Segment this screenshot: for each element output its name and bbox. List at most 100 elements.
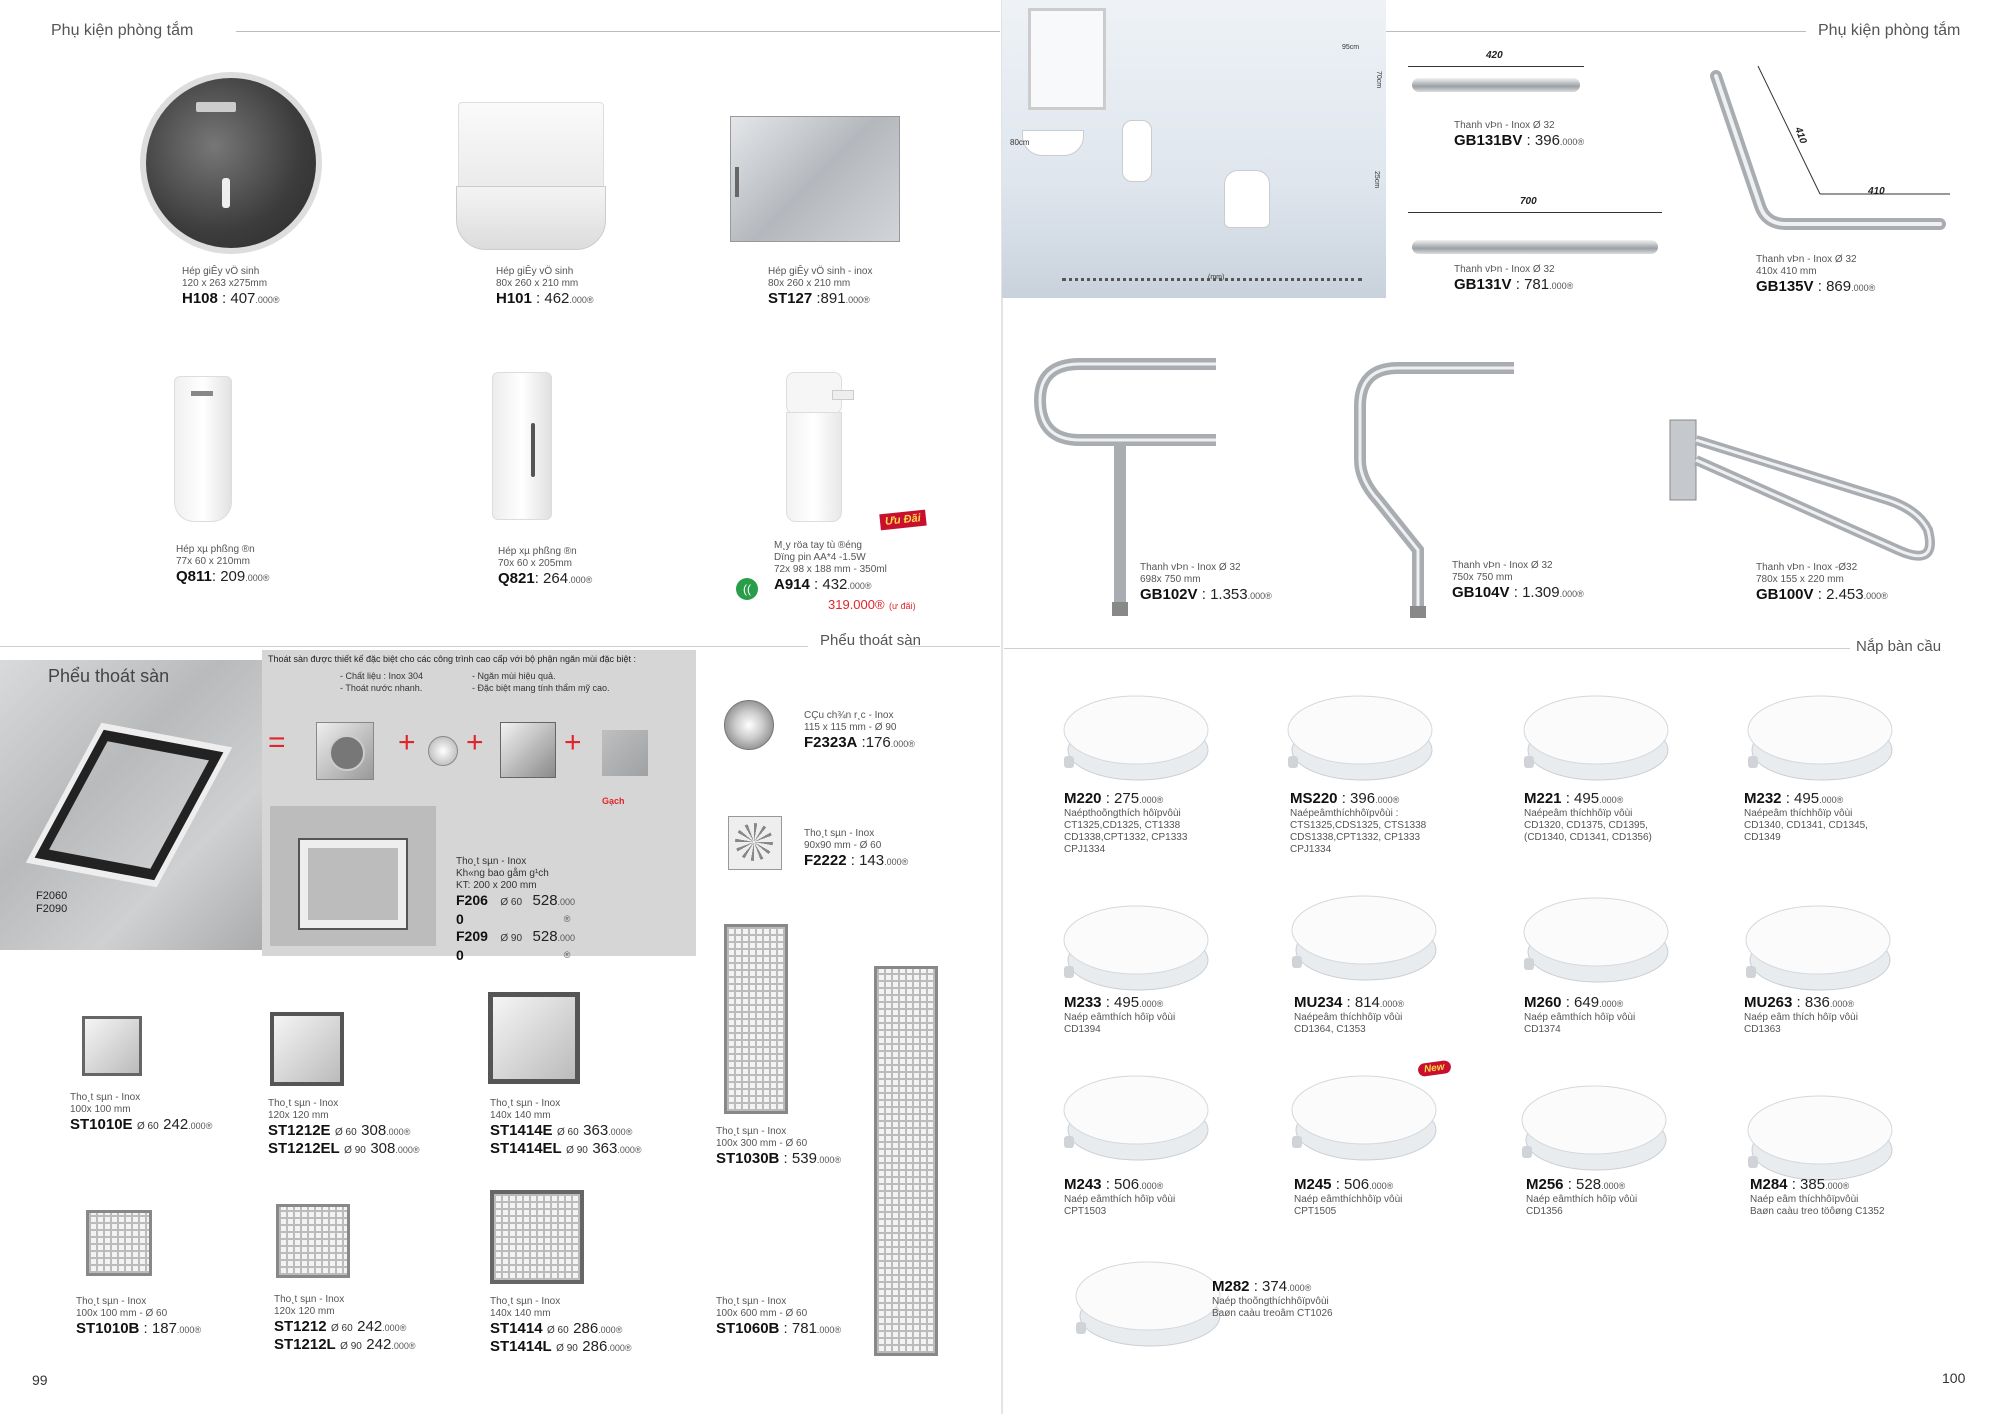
code: ST1212EL [268, 1140, 340, 1157]
code: ST1010E [70, 1116, 133, 1133]
code: ST1414 [490, 1320, 543, 1337]
sep: : [1342, 994, 1355, 1011]
compat-line: CPT1505 [1294, 1206, 1337, 1217]
code: M232 [1744, 790, 1782, 807]
section-rule [1004, 648, 1850, 649]
price: 528 [532, 892, 558, 909]
code: H108 [182, 290, 218, 307]
compat-line: CT1325,CD1325, CT1338 [1064, 820, 1181, 831]
compat-line: CTS1325,CDS1325, CTS1338 [1290, 820, 1427, 831]
compat-line: Naépthoõngthích hôïpvôùi [1064, 808, 1181, 819]
code: M256 [1526, 1176, 1564, 1193]
drain-st1212-image [276, 1204, 350, 1278]
code: ST1030B [716, 1150, 780, 1167]
tissue-box-white-image [456, 102, 606, 250]
compat-line: Naépeâm thíchhôïp vôùi [1524, 808, 1633, 819]
price-suffix: .000® [1819, 795, 1844, 805]
code: M260 [1524, 994, 1562, 1011]
dims: 780x 155 x 220 mm [1756, 574, 1844, 585]
frame-item-f2060: F206 Ø 60 528.000 0® [456, 892, 575, 927]
price-suffix: .000® [382, 1323, 407, 1333]
code: GB131V [1454, 276, 1512, 293]
product-st1212: Tho¸t sµn - Inox 120x 120 mm ST1212 Ø 60… [274, 1294, 415, 1354]
toilet [1224, 170, 1270, 228]
sep: : [812, 290, 821, 307]
sep: : [211, 568, 221, 585]
plus-sign: + [466, 726, 484, 759]
section-rule [908, 646, 1000, 647]
bullet: - Chất liệu : Inox 304 [340, 671, 424, 681]
compat-line: CD1394 [1064, 1024, 1101, 1035]
desc: Hép giÊy vÖ sinh [182, 266, 260, 277]
code: ST1414E [490, 1122, 553, 1139]
compat-line: Naép eâmthích hôïp vôùi [1524, 1012, 1636, 1023]
code: Q811 [176, 568, 212, 585]
price-suffix: .000® [617, 1145, 642, 1155]
drain-info-panel: Thoát sàn được thiết kế đặc biệt cho các… [262, 650, 696, 963]
dims: 90x90 mm - Ø 60 [804, 840, 882, 851]
dims: 70x 60 x 205mm [498, 558, 572, 569]
price: 286 [573, 1320, 599, 1337]
plus-sign: + [398, 726, 416, 759]
toilet-seat-ms220-image [1280, 690, 1440, 786]
sep: : [1249, 1278, 1263, 1295]
price-suffix: .000® [176, 1325, 202, 1335]
price: 814 [1354, 994, 1380, 1011]
seats-section-title: Nắp bàn cầu [1856, 638, 1942, 655]
toilet-seat-mu263-image [1738, 900, 1898, 996]
diameter: Ø 60 [547, 1325, 569, 1336]
mark: ® [563, 950, 571, 960]
price: 385 [1800, 1176, 1826, 1193]
price: 836 [1804, 994, 1830, 1011]
header-rule [236, 31, 1000, 32]
bullet: - Ngăn mùi hiệu quả. [472, 671, 556, 681]
drain-st1010e-image [82, 1016, 142, 1076]
diameter: Ø 60 [137, 1121, 159, 1132]
compat-line: CDS1338,CPT1332, CP1333 [1290, 832, 1421, 843]
compat-line: CD1320, CD1375, CD1395, [1524, 820, 1648, 831]
price: 374 [1262, 1278, 1288, 1295]
desc: Tho¸t sµn - Inox [76, 1296, 147, 1307]
banner-codes: F2060 F2090 [36, 890, 67, 916]
support-bar-gb104v [1354, 362, 1514, 618]
sink [1022, 130, 1084, 156]
dims: 120 x 263 x275mm [182, 278, 268, 289]
promo-note: (ư đãi) [889, 601, 916, 611]
label-70: 70cm [1375, 70, 1383, 89]
code: ST1212 [274, 1318, 327, 1335]
sep: : [139, 1320, 152, 1337]
banner-title: Phểu thoát sàn [48, 666, 170, 686]
desc: Hép xµ phßng ®­n [498, 546, 577, 557]
compat-line: CD1364, C1353 [1294, 1024, 1366, 1035]
product-f2222: Tho¸t sµn - Inox 90x90 mm - Ø 60 F2222 :… [804, 828, 908, 870]
compat-line: Naépeâm thíchhôïp vôùi [1744, 808, 1853, 819]
price-suffix: .000® [1375, 795, 1400, 805]
price-suffix: .000® [1287, 1283, 1312, 1293]
code: M282 [1212, 1278, 1250, 1295]
compat-line: Naépeâmthíchhôïpvôùi : [1290, 808, 1399, 819]
compat-line: Naép eâm thích hôïp vôùi [1744, 1012, 1858, 1023]
label-mm: (mm) [1208, 274, 1225, 281]
header-rule [1386, 31, 1806, 32]
round-drain-image [728, 816, 782, 870]
dims: 77x 60 x 210mm [176, 556, 250, 567]
product-gb100v: Thanh vÞn - Inox -Ø32 780x 155 x 220 mm … [1756, 562, 1888, 604]
desc: Thanh vÞn - Inox Ø 32 [1454, 264, 1555, 275]
bullets-right: - Ngăn mùi hiệu quả. - Đặc biệt mang tín… [472, 670, 610, 694]
compat-line: (CD1340, CD1341, CD1356) [1524, 832, 1652, 843]
desc: M¸y röa tay tù ®éng [774, 540, 862, 551]
price-suffix: .000® [1549, 281, 1574, 291]
compat-line: CD1363 [1744, 1024, 1781, 1035]
sep: : [1101, 790, 1115, 807]
support-bar-gb102v [1033, 358, 1216, 616]
code: ST1010B [76, 1320, 140, 1337]
price-suffix: .000® [1863, 591, 1888, 601]
price-suffix: .000® [1829, 999, 1855, 1009]
diameter: Ø 60 [500, 897, 523, 908]
equals-sign: = [268, 726, 286, 759]
page-divider [1001, 0, 1003, 1414]
desc: Tho¸t sµn - Inox [716, 1296, 787, 1307]
compat-line: Baøn caàu treo töôøng C1352 [1750, 1206, 1885, 1217]
